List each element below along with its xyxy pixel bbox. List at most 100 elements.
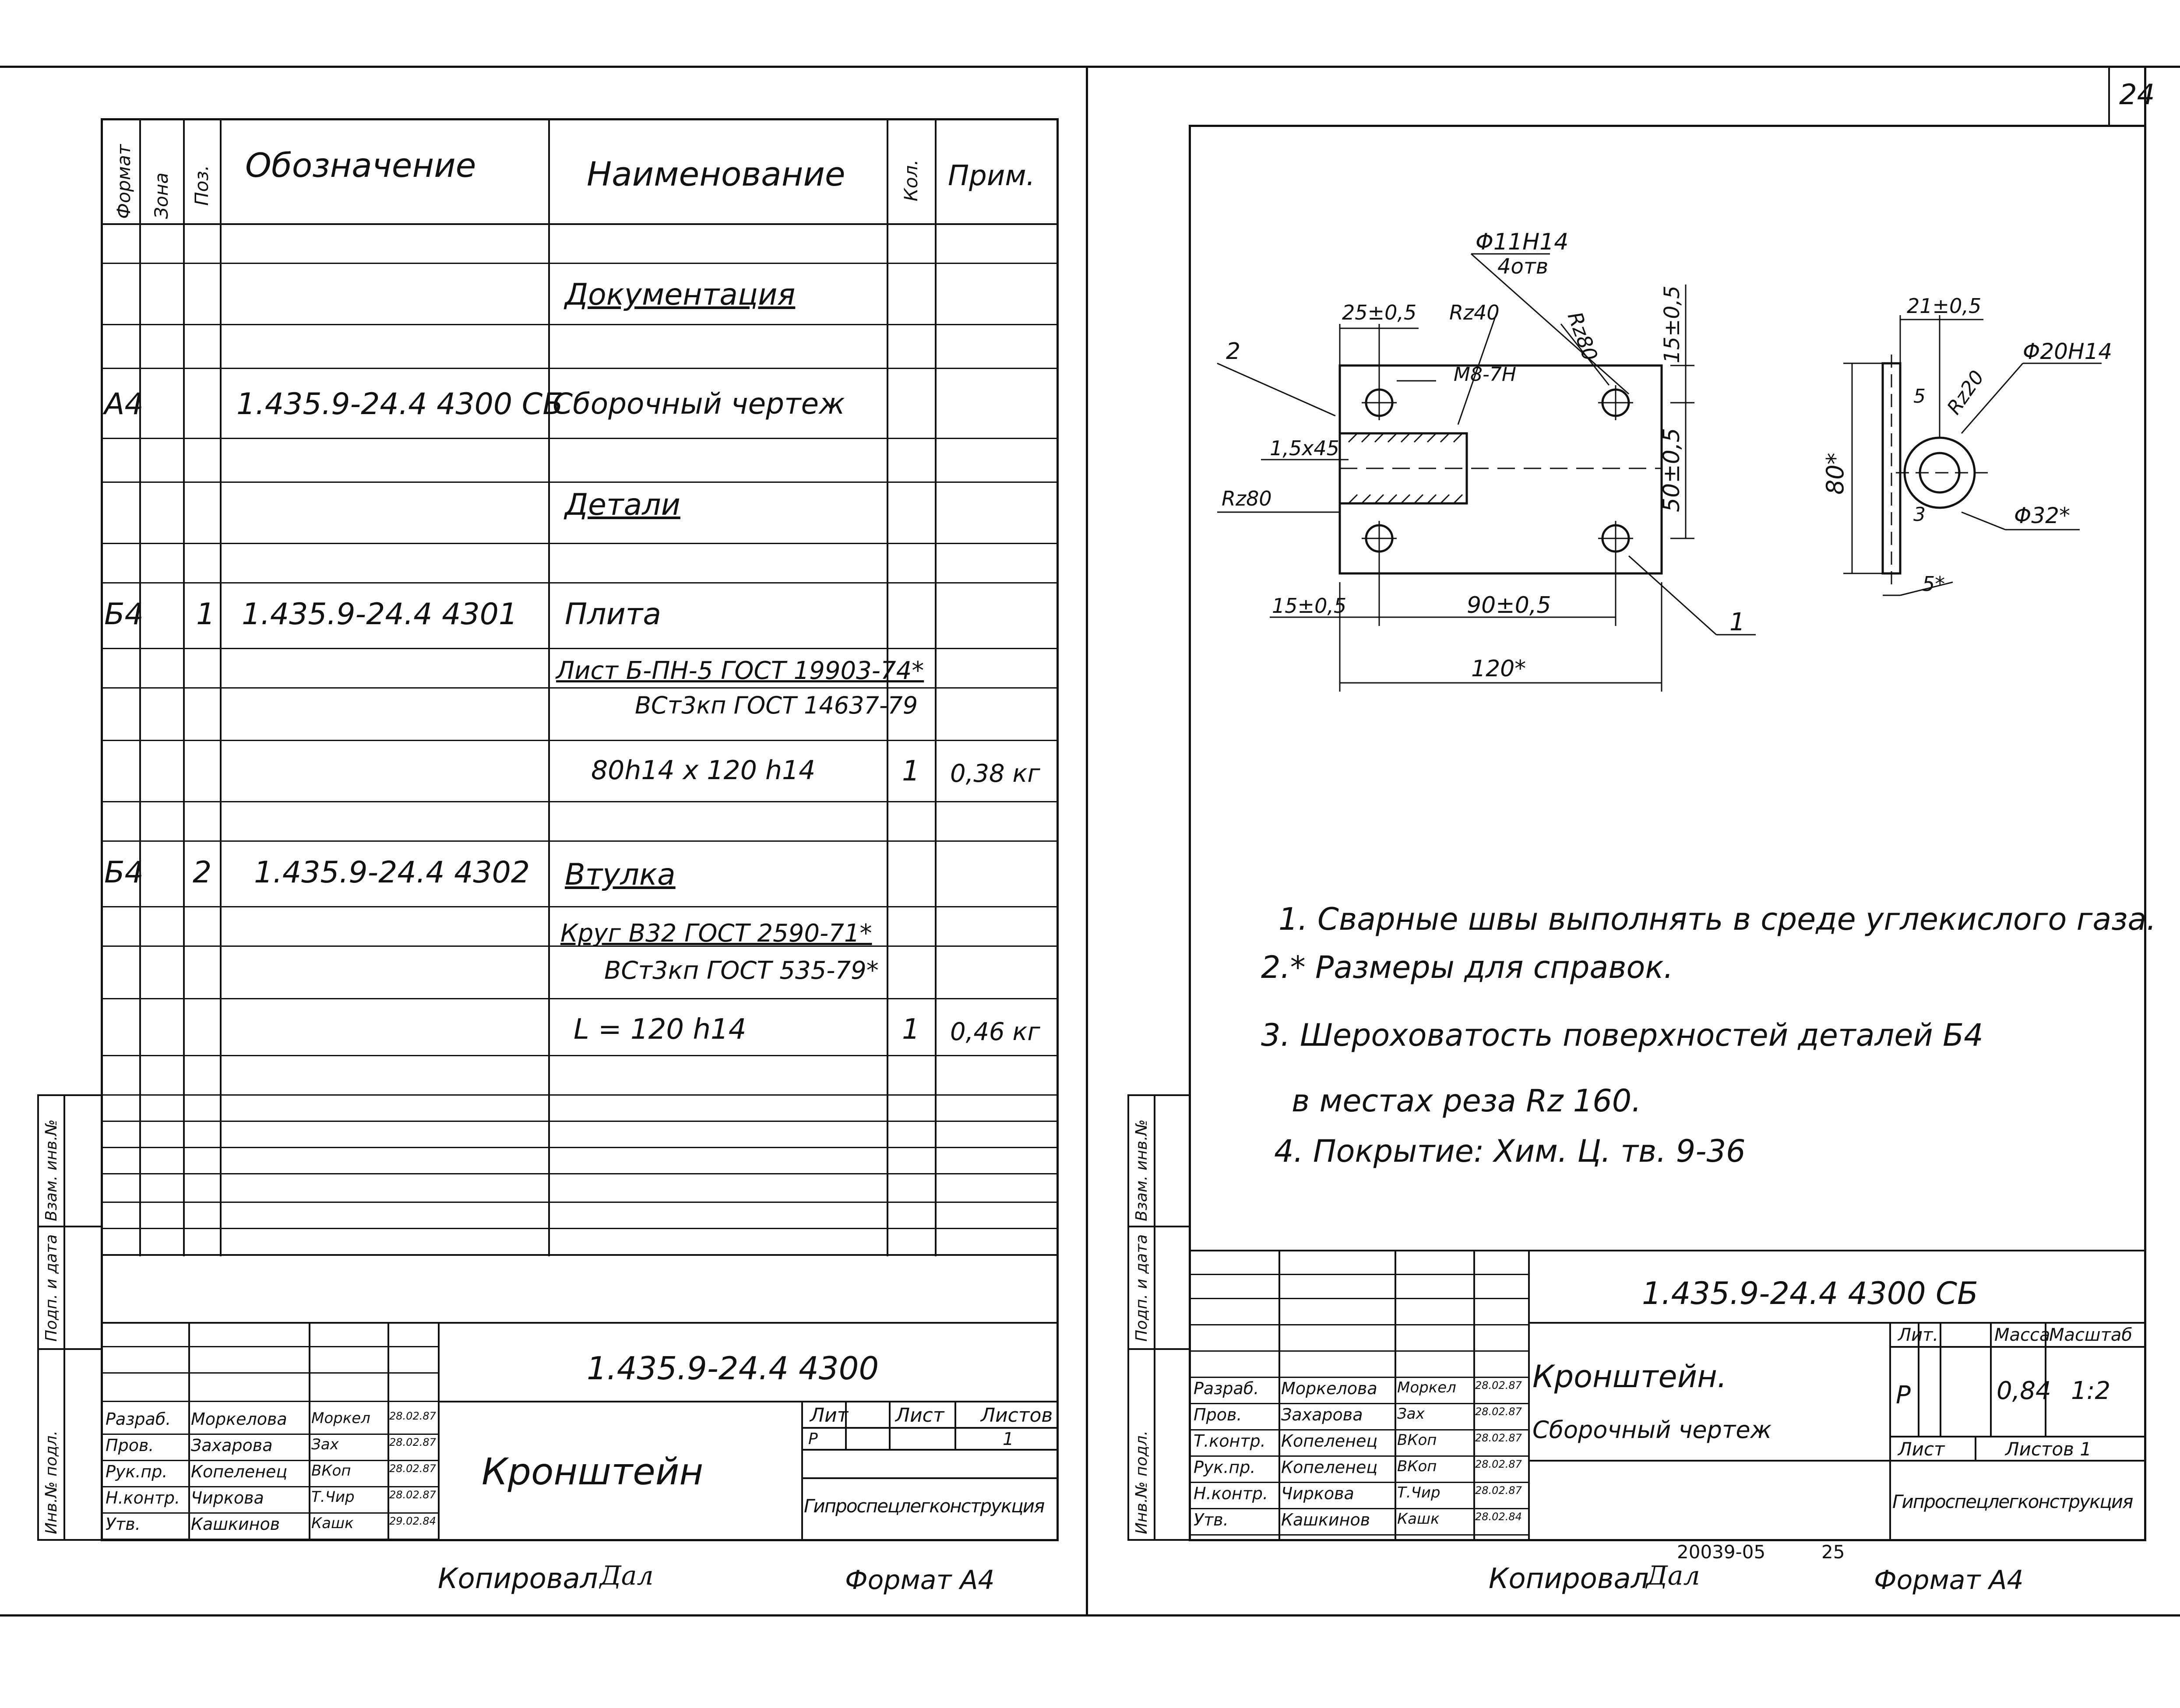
signer-role: Рук.пр. [106,1462,168,1481]
dim-rz80-top: Rz80 [1563,309,1602,364]
tb-mass-label: Масса [1994,1325,2050,1345]
dim-chamfer: 1,5x45 [1270,436,1339,460]
tb-line [1191,1324,1528,1325]
tb-line [845,1401,847,1449]
tb-line [1918,1322,1919,1436]
row-line [101,998,1059,999]
tb-doc-number: 1.435.9-24.4 4300 [587,1350,879,1387]
leader-1: 1 [1729,608,1745,636]
left-frame-right [1057,118,1059,1541]
side-label-inventory: Инв.№ подл. [42,1430,60,1534]
row-line [101,1202,1059,1203]
center-divider [1086,66,1088,1617]
tb-line [103,1539,438,1540]
tb-line [1191,1274,1528,1275]
tb-line [103,1460,438,1461]
left-frame-top [101,118,1057,120]
header-zone: Зона [151,172,172,219]
signer-sign: Моркел [1397,1379,1456,1396]
tb-top-line [1189,1250,2146,1251]
signer-sign: Моркел [311,1409,370,1427]
signer-date: 28.02.87 [1475,1406,1522,1418]
tb-line [103,1512,438,1514]
signer-date: 28.02.87 [389,1436,436,1448]
tb-sheets-label: Листов 1 [2005,1438,2092,1460]
row-pos: 1 [196,597,215,632]
signer-name: Захарова [191,1436,273,1455]
signer-sign: Зах [311,1436,339,1453]
left-frame-left [101,118,103,1541]
dim-rz80-left: Rz80 [1222,487,1272,510]
row-documentation: Документация [565,278,796,312]
side-strip-line [37,1348,103,1350]
assembly-drawing: Φ11H14 4отв 25±0,5 Rz40 Rz80 15±0,5 М8-7… [1217,229,2112,692]
note-3b: в местах реза Rz 160. [1292,1083,1641,1119]
tb-line [1278,1250,1280,1541]
tb-line [1528,1250,1530,1541]
dim-hole-diameter: Φ11H14 [1476,229,1568,255]
row-line [101,945,1059,947]
row-line [101,263,1059,264]
header-name: Наименование [587,155,845,193]
signer-date: 28.02.87 [1475,1484,1522,1497]
side-strip-line [1127,1094,1129,1541]
side-strip-line [1127,1539,1191,1541]
dim-thread: М8-7Н [1454,363,1516,386]
signer-date: 28.02.87 [1475,1379,1522,1392]
side-strip-line [1127,1094,1191,1096]
tb-line [1395,1250,1396,1541]
sheet-number: 24 [2119,79,2155,111]
tb-title: Кронштейн [482,1450,704,1493]
signer-sign: Зах [1397,1405,1425,1423]
tb-line [103,1486,438,1487]
tb-line [103,1346,438,1347]
signer-name: Моркелова [191,1409,287,1429]
row-size: L = 120 h14 [574,1013,747,1046]
tb-line [1191,1403,1528,1404]
tb-line [1889,1436,2146,1437]
row-name: Сборочный чертеж [553,387,845,421]
note-2: 2.* Размеры для справок. [1261,949,1673,985]
tb-line [801,1449,1059,1451]
dim-15-top: 15±0,5 [1660,285,1684,363]
tb-line [103,1434,438,1435]
signer-name: Кашкинов [1281,1510,1370,1529]
tb-lit-label: Лит. [1898,1325,1939,1345]
tb-organization: Гипроспецлегконструкция [1892,1491,2133,1512]
row-designation: 1.435.9-24.4 4300 СБ [236,387,563,422]
row-designation: 1.435.9-24.4 4302 [254,855,530,890]
row-material: ВСт3кп ГОСТ 535-79* [604,956,879,985]
row-line [101,1147,1059,1148]
header-designation: Обозначение [245,146,476,185]
signer-name: Захарова [1281,1405,1363,1424]
signer-name: Моркелова [1281,1379,1377,1398]
signer-role: Т.контр. [1194,1431,1266,1451]
tb-line [1473,1250,1475,1541]
tb-line [103,1401,438,1402]
tb-sheet-label: Лист [895,1404,944,1427]
row-line [101,840,1059,842]
signer-role: Пров. [106,1436,154,1455]
side-strip-line [37,1226,103,1227]
row-format: Б4 [104,855,144,890]
copied-label: Копировал [1489,1563,1649,1595]
signer-name: Копеленец [1281,1458,1378,1477]
tb-sheet-label: Лист [1898,1438,1945,1460]
signer-sign: ВКоп [1397,1458,1437,1475]
row-name: Плита [565,597,662,632]
tb-line [1975,1436,1976,1460]
signer-sign: Т.Чир [1397,1484,1440,1501]
left-frame-bottom [101,1539,1059,1541]
header-pos: Поз. [191,165,212,206]
right-frame-bottom [1189,1539,2146,1541]
tb-line [1191,1350,1528,1352]
dim-phi32: Φ32* [2014,503,2070,528]
tb-line [801,1427,1059,1429]
tb-doc-number: 1.435.9-24.4 4300 СБ [1642,1276,1978,1311]
signer-date: 28.02.87 [389,1462,436,1475]
bottom-rule [0,1614,2180,1617]
side-strip-line [63,1094,65,1541]
dim-21: 21±0,5 [1907,294,1981,318]
tb-top-line [101,1322,1059,1324]
header-format: Формат [113,144,134,219]
